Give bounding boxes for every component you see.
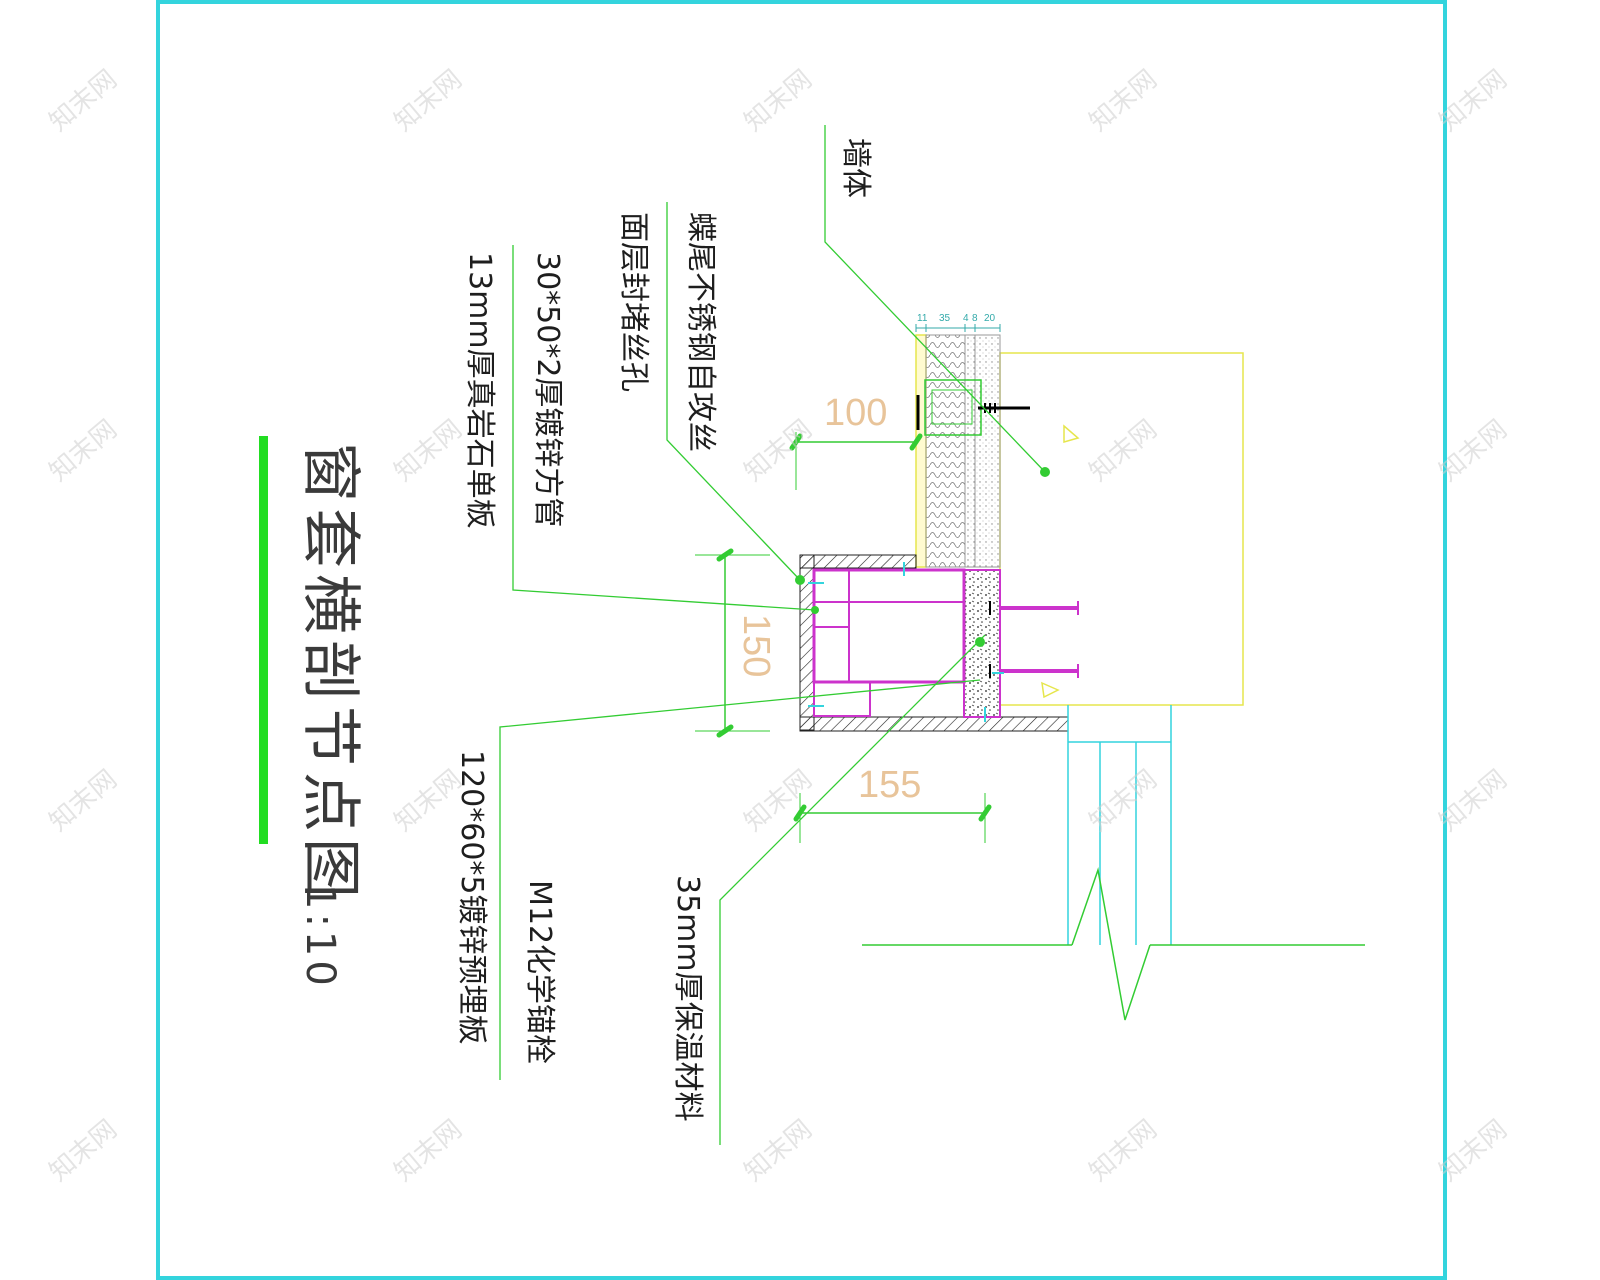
- label-screw: 蝶尾不锈钢自攻丝: [683, 212, 718, 452]
- leader-dot: [795, 575, 805, 585]
- drawing-scale: 1:10: [297, 884, 343, 990]
- layer-dims: 11 35 4 8 20: [917, 313, 996, 324]
- marker-triangle: [1063, 424, 1080, 443]
- marker-triangle: [1041, 681, 1060, 699]
- dim-150: 150: [735, 614, 777, 677]
- label-tube: 30*50*2厚镀锌方管: [530, 252, 565, 528]
- break-line: [862, 867, 1365, 1021]
- leader-dot: [975, 637, 985, 647]
- layer-dim: 4: [963, 313, 969, 324]
- label-wall: 墙体: [838, 138, 873, 198]
- layer-dim: 35: [939, 313, 951, 324]
- label-insulation: 35mm厚保温材料: [670, 875, 705, 1122]
- layer-dim: 8: [972, 313, 978, 324]
- dimension-lines: [695, 432, 986, 843]
- label-stone: 13mm厚真岩石单板: [462, 252, 497, 529]
- dimension-ticks: [716, 433, 992, 822]
- leader-dot: [1040, 467, 1050, 477]
- screw-detail: [916, 379, 1030, 436]
- anchor-bolts: [989, 601, 1079, 678]
- wall-layers: [915, 324, 1001, 568]
- dim-100: 100: [824, 392, 887, 434]
- fixing-marks: [808, 562, 1004, 722]
- drawing-frame: [156, 0, 1447, 1280]
- window-outline: [999, 352, 1244, 706]
- label-seal: 面层封堵丝孔: [616, 212, 651, 392]
- layer-dim: 20: [984, 313, 996, 324]
- dim-155: 155: [858, 764, 921, 806]
- stone-cladding: [799, 554, 1069, 732]
- layer-dim: 11: [917, 313, 928, 324]
- label-anchor: M12化学锚栓: [522, 880, 557, 1065]
- leader-dot: [811, 606, 819, 614]
- leader-lines: [499, 125, 1046, 1145]
- title-bar: [259, 436, 268, 844]
- window-frame: [1067, 705, 1172, 945]
- drawing-title: 窗套横剖节点图: [295, 442, 365, 904]
